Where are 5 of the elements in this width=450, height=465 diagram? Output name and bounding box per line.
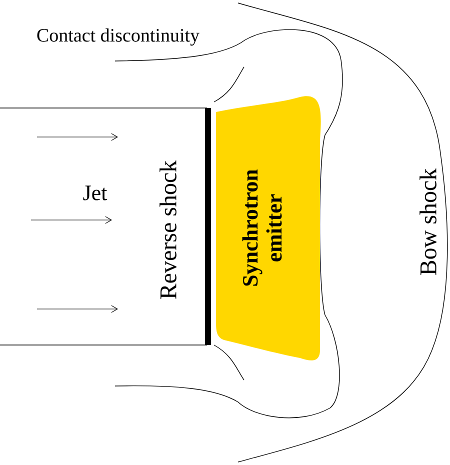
region-label: Bow shock	[420, 168, 436, 275]
region-label: Reverse shock	[160, 160, 176, 299]
emitter-region: Synchrotron emitter	[216, 96, 321, 360]
region-label: Jet	[83, 186, 108, 200]
region-label: Contact discontinuity	[37, 28, 200, 46]
